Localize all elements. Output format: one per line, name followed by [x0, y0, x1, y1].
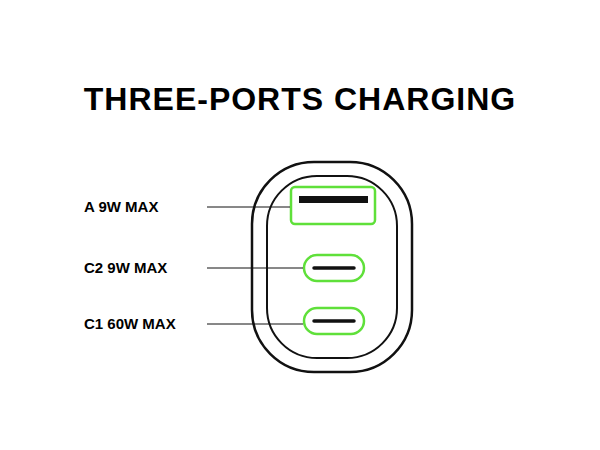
- usb-c2-contact: [314, 266, 354, 270]
- charger-inner-face: [267, 176, 397, 358]
- charger-outer-housing: [252, 162, 412, 372]
- usb-a-contact: [299, 196, 368, 203]
- usb-c2-port: [304, 255, 364, 281]
- port-rating-label: A 9W MAX: [84, 198, 158, 216]
- leader-line: [207, 268, 303, 269]
- diagram-title: THREE-PORTS CHARGING: [84, 80, 516, 118]
- usb-a-port: [291, 187, 375, 224]
- leader-line: [207, 207, 290, 208]
- usb-c1-port: [304, 308, 364, 334]
- usb-c1-contact: [314, 319, 354, 323]
- port-rating-label: C2 9W MAX: [84, 259, 167, 277]
- leader-line: [207, 324, 303, 325]
- port-rating-label: C1 60W MAX: [84, 315, 176, 333]
